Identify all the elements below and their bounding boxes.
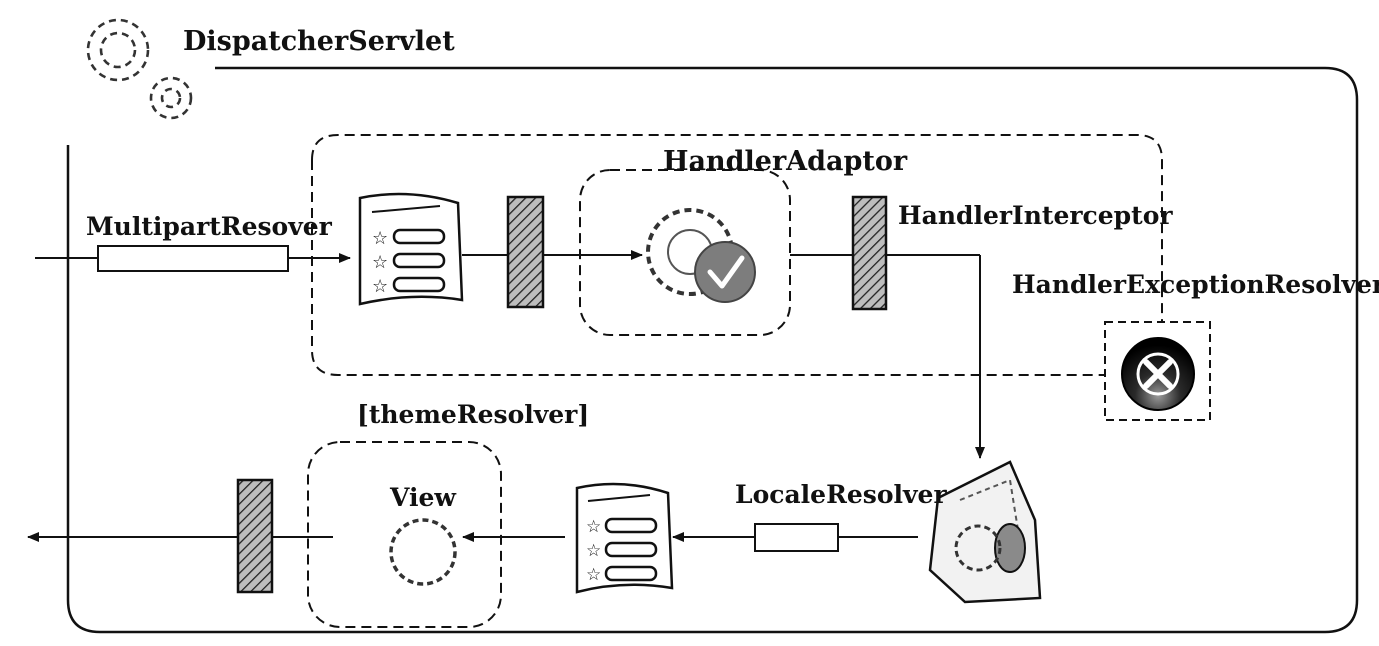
model-view-icon bbox=[928, 460, 1042, 604]
svg-text:☆: ☆ bbox=[372, 228, 388, 249]
svg-text:☆: ☆ bbox=[586, 541, 601, 561]
dispatcher-frame bbox=[66, 66, 1359, 634]
svg-text:☆: ☆ bbox=[586, 565, 601, 585]
handler-adaptor-label: HandlerAdaptor bbox=[663, 146, 908, 177]
document-icon: ☆ ☆ ☆ bbox=[358, 192, 464, 306]
handler-adaptor-region bbox=[311, 134, 1163, 322]
view-label: View bbox=[390, 483, 456, 512]
view-box bbox=[307, 441, 502, 628]
exception-resolver-box bbox=[1104, 321, 1211, 421]
locale-resolver-box bbox=[754, 523, 839, 552]
interceptor-bar-3 bbox=[236, 478, 274, 594]
svg-text:☆: ☆ bbox=[372, 276, 388, 297]
handler-interceptor-label: HandlerInterceptor bbox=[898, 201, 1173, 230]
close-icon bbox=[1143, 359, 1173, 389]
handler-box bbox=[579, 169, 791, 336]
theme-resolver-label: [themeResolver] bbox=[357, 400, 590, 429]
interceptor-bar-1 bbox=[506, 195, 545, 309]
diagram-title: DispatcherServlet bbox=[183, 26, 455, 57]
checkmark-icon bbox=[694, 241, 756, 303]
svg-text:☆: ☆ bbox=[586, 517, 601, 537]
gears-icon bbox=[86, 18, 193, 120]
view-gear-icon bbox=[389, 518, 457, 586]
locale-resolver-label: LocaleResolver bbox=[735, 480, 947, 509]
document-icon-bottom: ☆ ☆ ☆ bbox=[575, 482, 674, 594]
multipart-resolver-label: MultipartResover bbox=[86, 212, 332, 241]
handler-exception-resolver-label: HandlerExceptionResolver bbox=[1012, 270, 1379, 299]
svg-text:☆: ☆ bbox=[372, 252, 388, 273]
interceptor-bar-2 bbox=[851, 195, 888, 311]
multipart-resolver-box bbox=[97, 245, 289, 272]
